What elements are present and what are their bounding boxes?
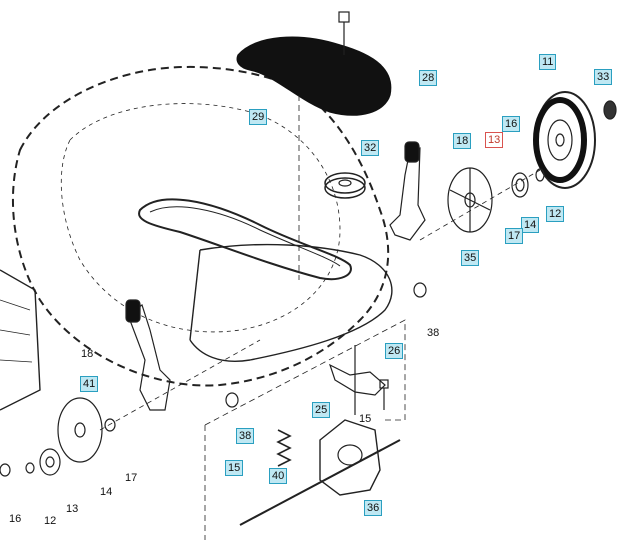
left-grille	[0, 269, 41, 411]
callout-15-lower[interactable]: 15	[225, 460, 244, 476]
callout-29[interactable]: 29	[249, 109, 268, 125]
axle	[239, 439, 401, 526]
belt-cover	[236, 36, 392, 116]
callout-17-left[interactable]: 17	[125, 472, 138, 484]
callout-15-mid[interactable]: 15	[359, 413, 372, 425]
callout-18-right[interactable]: 18	[453, 133, 472, 149]
callout-38-left[interactable]: 38	[236, 428, 255, 444]
callout-35[interactable]: 35	[461, 250, 480, 266]
drive-gear-right	[511, 172, 529, 198]
callout-14-right[interactable]: 14	[521, 217, 540, 233]
callout-13-left[interactable]: 13	[66, 503, 79, 515]
callout-13-highlighted[interactable]: 13	[485, 132, 504, 148]
wheel-disc-left	[57, 397, 103, 463]
height-lever-left	[127, 304, 171, 411]
callout-17-right[interactable]: 17	[505, 228, 524, 244]
callout-36[interactable]: 36	[364, 500, 383, 516]
spring	[276, 429, 292, 467]
bracket	[328, 363, 386, 396]
deck-inner	[60, 103, 341, 333]
callout-28[interactable]: 28	[419, 70, 438, 86]
gearbox	[319, 419, 381, 496]
rear-housing	[189, 243, 393, 362]
callout-11[interactable]: 11	[539, 54, 557, 70]
callout-14-left[interactable]: 14	[100, 486, 113, 498]
callout-33[interactable]: 33	[594, 69, 613, 85]
drive-belt	[138, 198, 352, 281]
callout-16-left[interactable]: 16	[9, 513, 22, 525]
callout-40[interactable]: 40	[269, 468, 288, 484]
deck-outline	[11, 65, 390, 387]
callout-18-left[interactable]: 18	[81, 348, 94, 360]
callout-32[interactable]: 32	[361, 140, 380, 156]
callout-25[interactable]: 25	[312, 402, 331, 418]
callout-38-right[interactable]: 38	[427, 327, 440, 339]
callout-12-left[interactable]: 12	[44, 515, 57, 527]
callout-41[interactable]: 41	[80, 376, 99, 392]
pulley	[324, 177, 366, 199]
callout-12-right[interactable]: 12	[546, 206, 565, 222]
callout-26[interactable]: 26	[385, 343, 404, 359]
callout-16[interactable]: 16	[502, 116, 521, 132]
